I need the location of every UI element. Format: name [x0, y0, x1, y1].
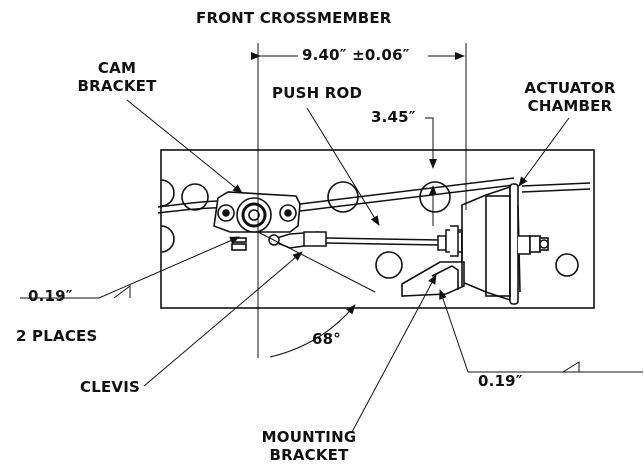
actuator-chamber — [461, 183, 549, 305]
label-actuator-chamber: ACTUATOR CHAMBER — [515, 79, 625, 115]
cam-bracket — [213, 191, 301, 251]
leaders — [20, 99, 570, 433]
angle-label: 68° — [312, 330, 341, 348]
label-clevis: CLEVIS — [80, 378, 141, 396]
label-cam-bracket-line1: CAM — [97, 59, 137, 77]
dimension-lines — [251, 43, 467, 358]
label-push-rod: PUSH ROD — [272, 84, 363, 102]
label-mounting-bracket: MOUNTING BRACKET — [244, 428, 374, 464]
weld-size-left: 0.19″ — [28, 287, 73, 305]
label-front-crossmember: FRONT CROSSMEMBER — [196, 9, 392, 27]
label-mounting-bracket-line1: MOUNTING — [261, 428, 357, 446]
label-actuator-chamber-line1: ACTUATOR — [524, 79, 616, 97]
label-two-places: 2 PLACES — [16, 327, 98, 345]
weld-symbols — [113, 285, 643, 373]
label-cam-bracket: CAM BRACKET — [72, 59, 162, 95]
push-rod-assembly — [267, 225, 463, 257]
label-actuator-chamber-line2: CHAMBER — [527, 97, 613, 115]
weld-size-right: 0.19″ — [478, 372, 523, 390]
label-cam-bracket-line2: BRACKET — [77, 77, 157, 95]
dimension-height-label: 3.45″ — [371, 108, 416, 126]
label-mounting-bracket-line2: BRACKET — [269, 446, 349, 464]
dimension-width-label: 9.40″ ±0.06″ — [302, 46, 410, 64]
cable — [157, 177, 591, 214]
